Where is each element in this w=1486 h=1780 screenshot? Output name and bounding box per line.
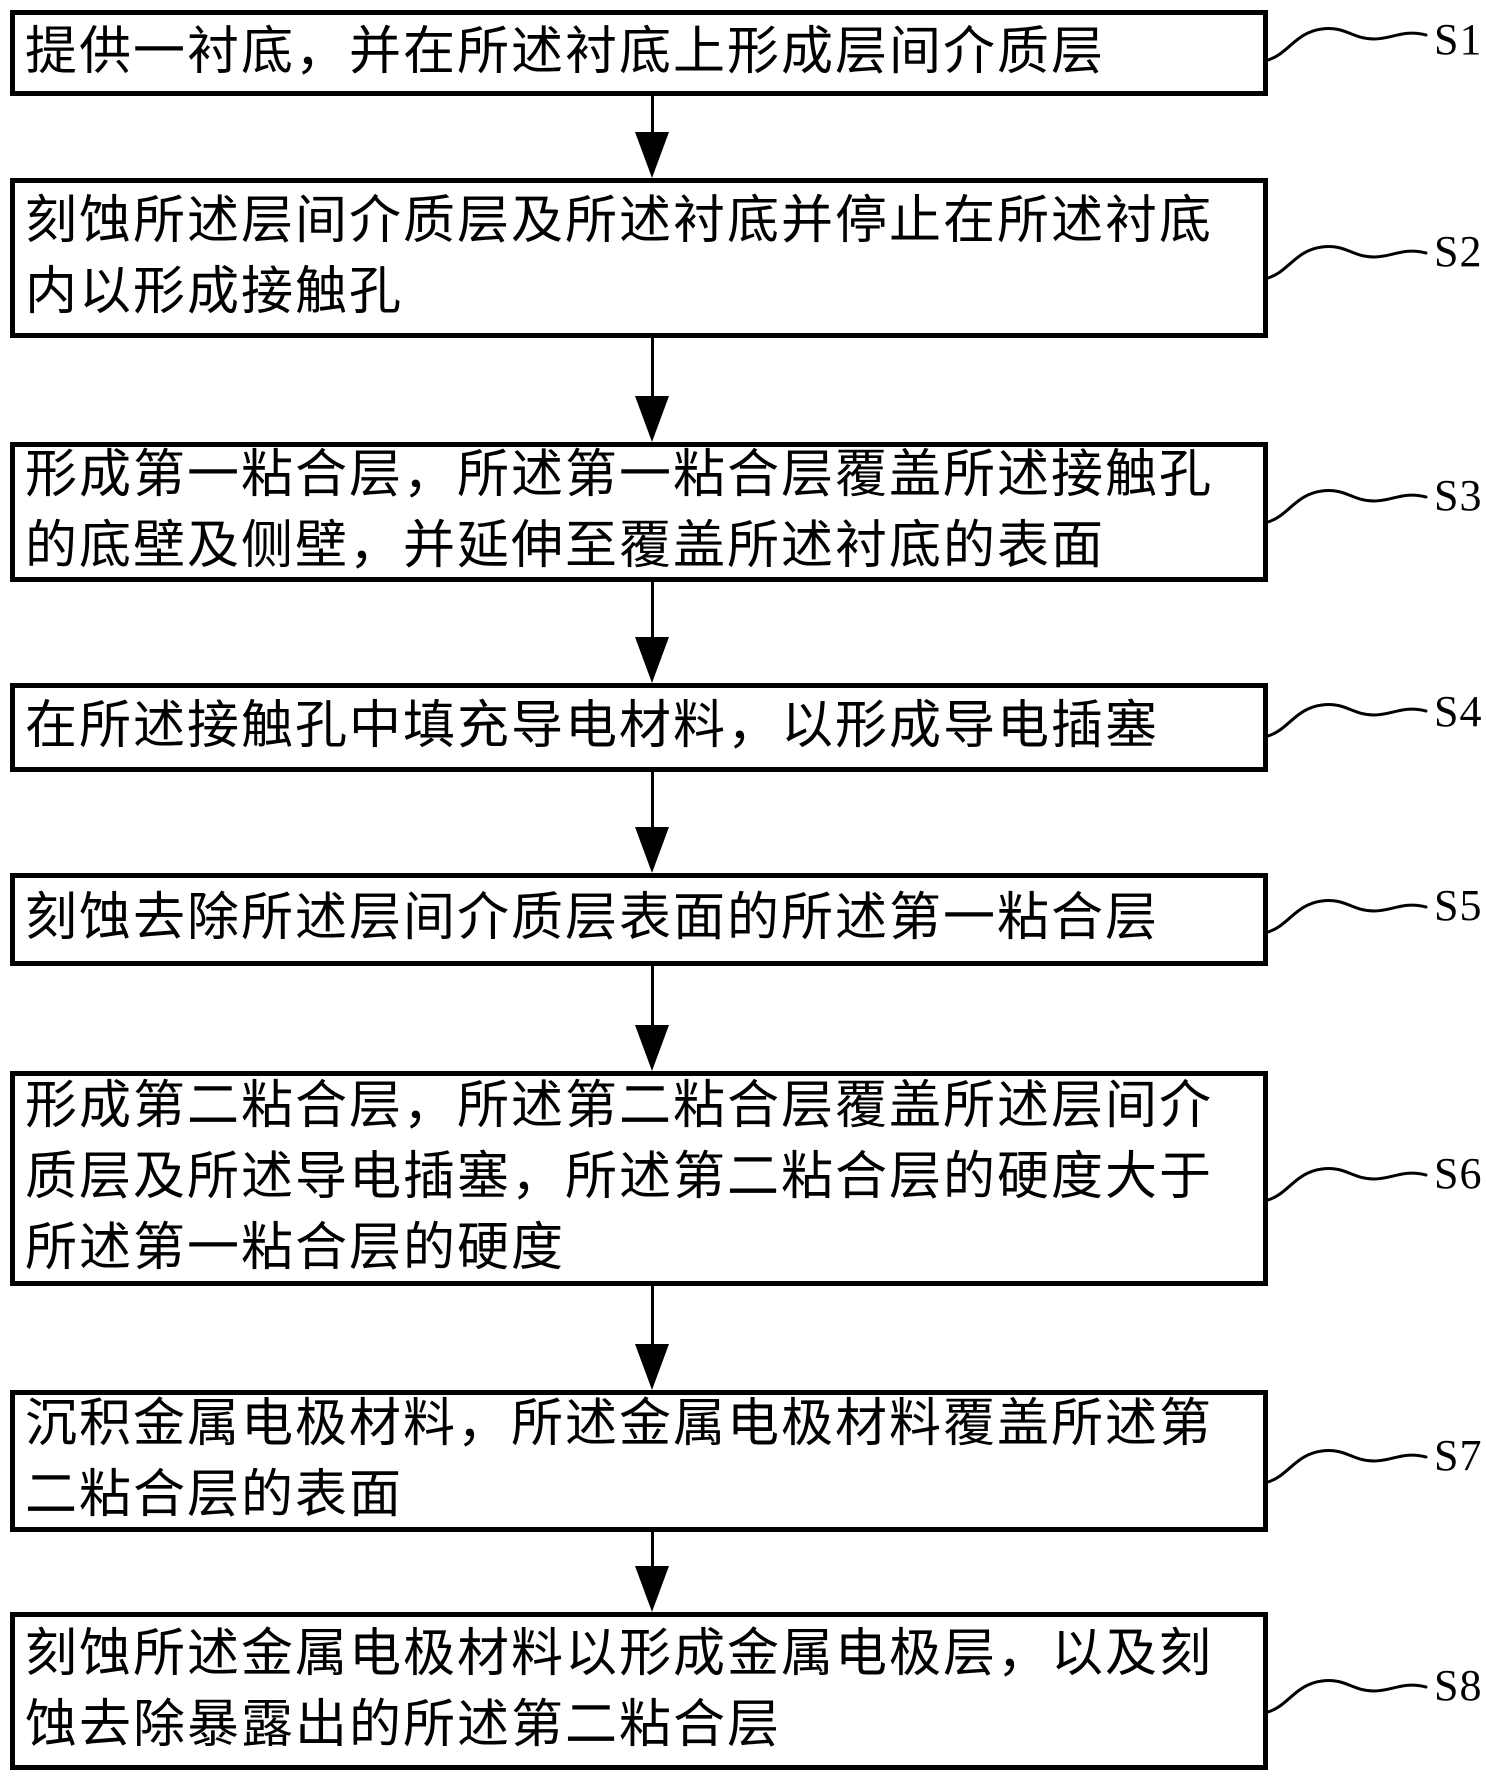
step-box-3: 形成第一粘合层，所述第一粘合层覆盖所述接触孔的底壁及侧壁，并延伸至覆盖所述衬底的…: [10, 442, 1268, 582]
step-text-7: 沉积金属电极材料，所述金属电极材料覆盖所述第二粘合层的表面: [25, 1396, 1214, 1524]
step-label-8: S8: [1434, 1661, 1483, 1710]
flow-arrow-7: [632, 1532, 672, 1612]
step-box-6: 形成第二粘合层，所述第二粘合层覆盖所述层间介质层及所述导电插塞，所述第二粘合层的…: [10, 1071, 1268, 1286]
arrowhead-icon: [635, 396, 669, 442]
arrowhead-icon: [635, 637, 669, 683]
arrowhead-icon: [635, 827, 669, 873]
step-text-4: 在所述接触孔中填充导电材料，以形成导电插塞: [25, 698, 1160, 756]
arrow-shaft: [650, 582, 654, 638]
step-box-7: 沉积金属电极材料，所述金属电极材料覆盖所述第二粘合层的表面: [10, 1390, 1268, 1532]
squiggle-leader-line-3: [1266, 489, 1428, 524]
arrowhead-icon: [635, 132, 669, 178]
squiggle-leader-line-1: [1266, 27, 1428, 62]
step-text-8: 刻蚀所述金属电极材料以形成金属电极层，以及刻蚀去除暴露出的所述第二粘合层: [25, 1626, 1214, 1754]
step-text-5: 刻蚀去除所述层间介质层表面的所述第一粘合层: [25, 890, 1160, 948]
step-box-2: 刻蚀所述层间介质层及所述衬底并停止在所述衬底内以形成接触孔: [10, 178, 1268, 338]
arrow-shaft: [650, 1286, 654, 1345]
arrow-shaft: [650, 338, 654, 397]
squiggle-leader-line-6: [1266, 1167, 1428, 1202]
step-label-4: S4: [1434, 687, 1483, 736]
squiggle-leader-line-4: [1266, 703, 1428, 738]
arrowhead-icon: [635, 1566, 669, 1612]
squiggle-leader-line-7: [1266, 1449, 1428, 1484]
arrow-shaft: [650, 1532, 654, 1567]
step-box-8: 刻蚀所述金属电极材料以形成金属电极层，以及刻蚀去除暴露出的所述第二粘合层: [10, 1612, 1268, 1770]
squiggle-leader-line-5: [1266, 899, 1428, 934]
step-label-3: S3: [1434, 471, 1483, 520]
flow-arrow-3: [632, 582, 672, 683]
arrowhead-icon: [635, 1025, 669, 1071]
step-text-2: 刻蚀所述层间介质层及所述衬底并停止在所述衬底内以形成接触孔: [25, 193, 1214, 321]
flow-arrow-6: [632, 1286, 672, 1390]
arrow-shaft: [650, 772, 654, 828]
step-text-3: 形成第一粘合层，所述第一粘合层覆盖所述接触孔的底壁及侧壁，并延伸至覆盖所述衬底的…: [25, 447, 1214, 575]
step-label-7: S7: [1434, 1431, 1483, 1480]
step-box-5: 刻蚀去除所述层间介质层表面的所述第一粘合层: [10, 873, 1268, 966]
step-box-4: 在所述接触孔中填充导电材料，以形成导电插塞: [10, 683, 1268, 772]
flow-arrow-2: [632, 338, 672, 442]
step-box-1: 提供一衬底，并在所述衬底上形成层间介质层: [10, 10, 1268, 96]
squiggle-leader-line-8: [1266, 1679, 1428, 1714]
step-label-6: S6: [1434, 1149, 1483, 1198]
arrow-shaft: [650, 966, 654, 1026]
flow-arrow-4: [632, 772, 672, 873]
step-text-1: 提供一衬底，并在所述衬底上形成层间介质层: [25, 23, 1106, 81]
flow-arrow-1: [632, 96, 672, 178]
step-text-6: 形成第二粘合层，所述第二粘合层覆盖所述层间介质层及所述导电插塞，所述第二粘合层的…: [25, 1078, 1214, 1277]
arrow-shaft: [650, 96, 654, 133]
step-label-5: S5: [1434, 881, 1483, 930]
squiggle-leader-line-2: [1266, 245, 1428, 280]
flow-arrow-5: [632, 966, 672, 1071]
step-label-2: S2: [1434, 227, 1483, 276]
step-label-1: S1: [1434, 15, 1483, 64]
arrowhead-icon: [635, 1344, 669, 1390]
